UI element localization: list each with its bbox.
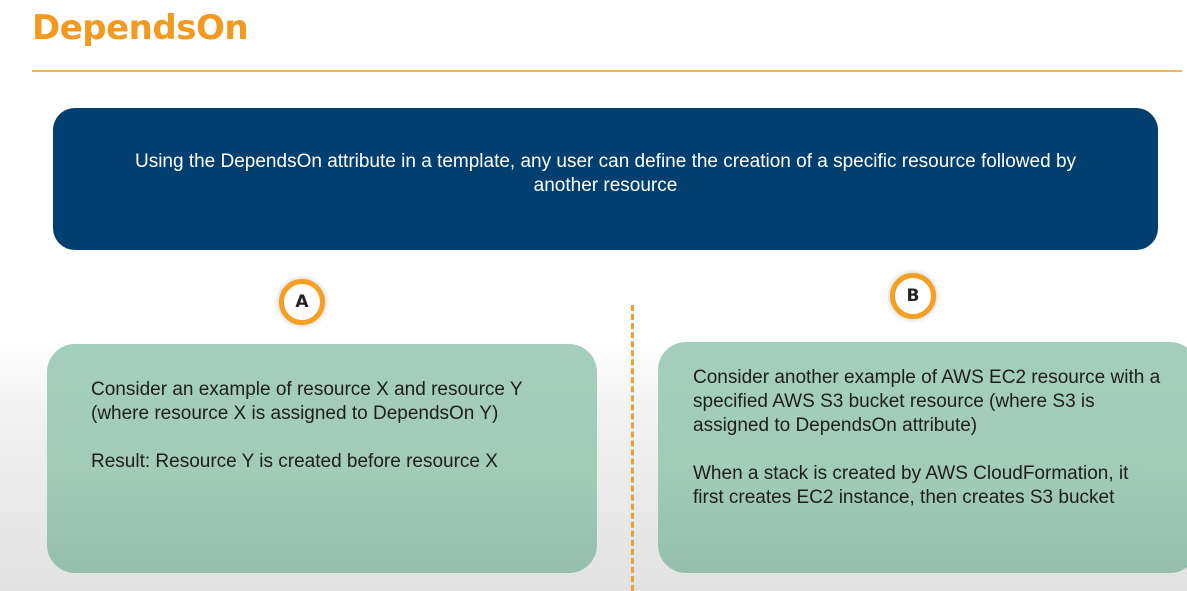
option-b-letter: B (906, 286, 920, 306)
option-a-marker: A (279, 279, 325, 325)
title-underline (32, 70, 1182, 72)
option-a-description: Consider an example of resource X and re… (91, 379, 523, 424)
option-b-card: Consider another example of AWS EC2 reso… (658, 342, 1187, 573)
option-b-description: Consider another example of AWS EC2 reso… (693, 367, 1161, 436)
option-a-letter: A (295, 292, 309, 312)
dashed-divider (631, 305, 634, 591)
option-a-result: Result: Resource Y is created before res… (91, 451, 498, 472)
option-b-result: When a stack is created by AWS CloudForm… (693, 463, 1129, 508)
option-b-marker: B (890, 273, 936, 319)
option-a-card: Consider an example of resource X and re… (47, 344, 597, 573)
slide-title: DependsOn (32, 8, 249, 48)
banner-text: Using the DependsOn attribute in a templ… (134, 151, 1077, 196)
definition-banner: Using the DependsOn attribute in a templ… (53, 108, 1158, 250)
